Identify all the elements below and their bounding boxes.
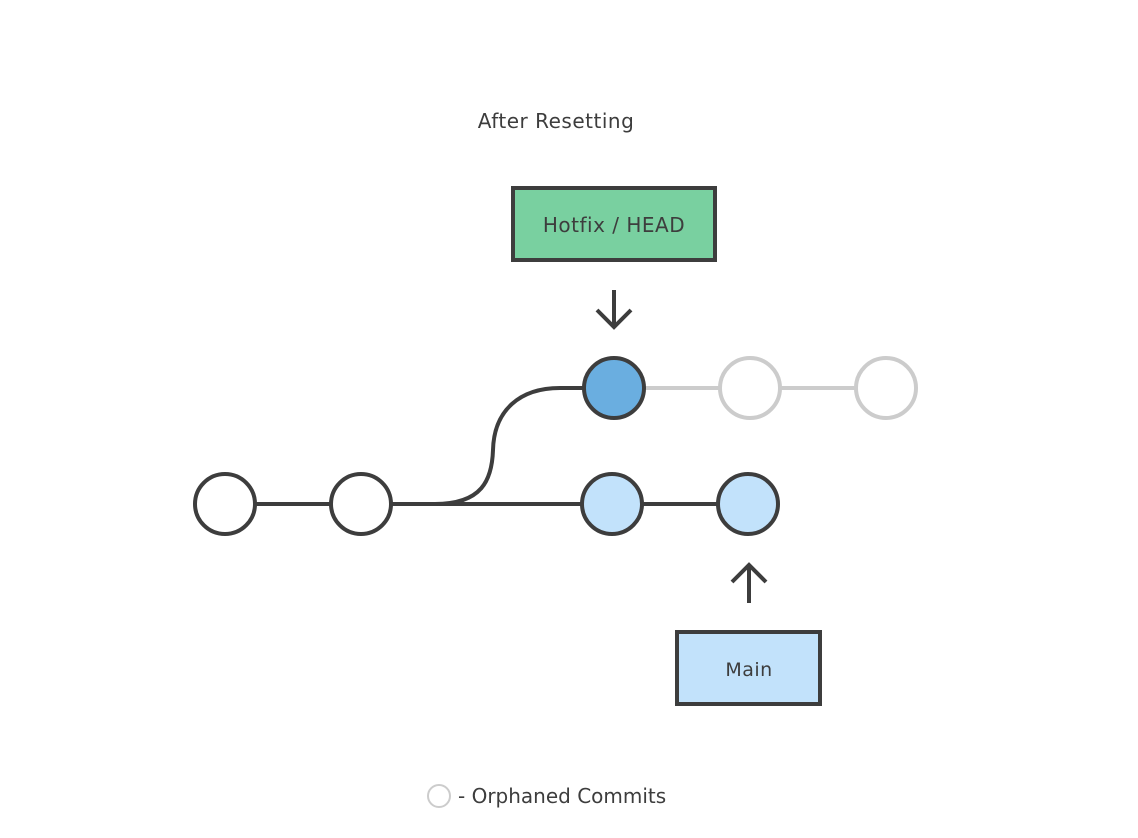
branch-curve: [410, 386, 584, 506]
arrow-up-icon: [730, 562, 768, 603]
hotfix-head-label: Hotfix / HEAD: [511, 186, 717, 262]
hotfix-head-box: [511, 186, 717, 262]
commit-node: [329, 472, 393, 536]
arrow-down-icon: [595, 290, 633, 330]
commit-node-main-tip: [716, 472, 780, 536]
legend-label: - Orphaned Commits: [458, 784, 666, 808]
commit-node-orphaned: [718, 356, 782, 420]
main-connections: [256, 386, 718, 506]
hotfix-head-text: Hotfix / HEAD: [543, 213, 685, 237]
commit-node-main: [580, 472, 644, 536]
main-text: Main: [725, 659, 772, 681]
legend: - Orphaned Commits: [427, 784, 666, 808]
main-label: Main: [675, 630, 822, 706]
commit-node: [193, 472, 257, 536]
orphan-legend-icon: [427, 784, 451, 808]
commit-node-head: [582, 356, 646, 420]
commit-node-orphaned: [854, 356, 918, 420]
main-box: [675, 630, 822, 706]
diagram-title: After Resetting: [478, 109, 635, 133]
